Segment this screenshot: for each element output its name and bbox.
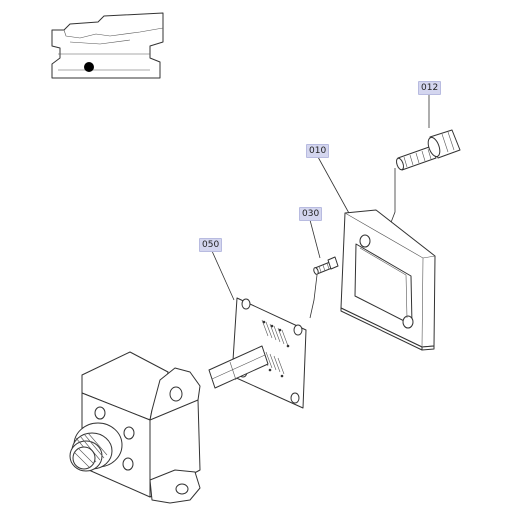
locator-thumbnail-icon[interactable] xyxy=(51,12,164,79)
frame-010[interactable] xyxy=(340,209,436,351)
callout-050[interactable]: 050 xyxy=(199,238,223,252)
screw-030[interactable] xyxy=(313,256,339,275)
callout-010[interactable]: 010 xyxy=(306,144,330,158)
locator-dot xyxy=(84,62,94,72)
callout-030[interactable]: 030 xyxy=(299,207,323,221)
circuit-board-050[interactable] xyxy=(208,297,307,409)
callout-012[interactable]: 012 xyxy=(418,81,442,95)
connector-housing[interactable] xyxy=(69,351,201,504)
leader-lines xyxy=(211,95,430,319)
bolt-012[interactable] xyxy=(395,129,461,171)
